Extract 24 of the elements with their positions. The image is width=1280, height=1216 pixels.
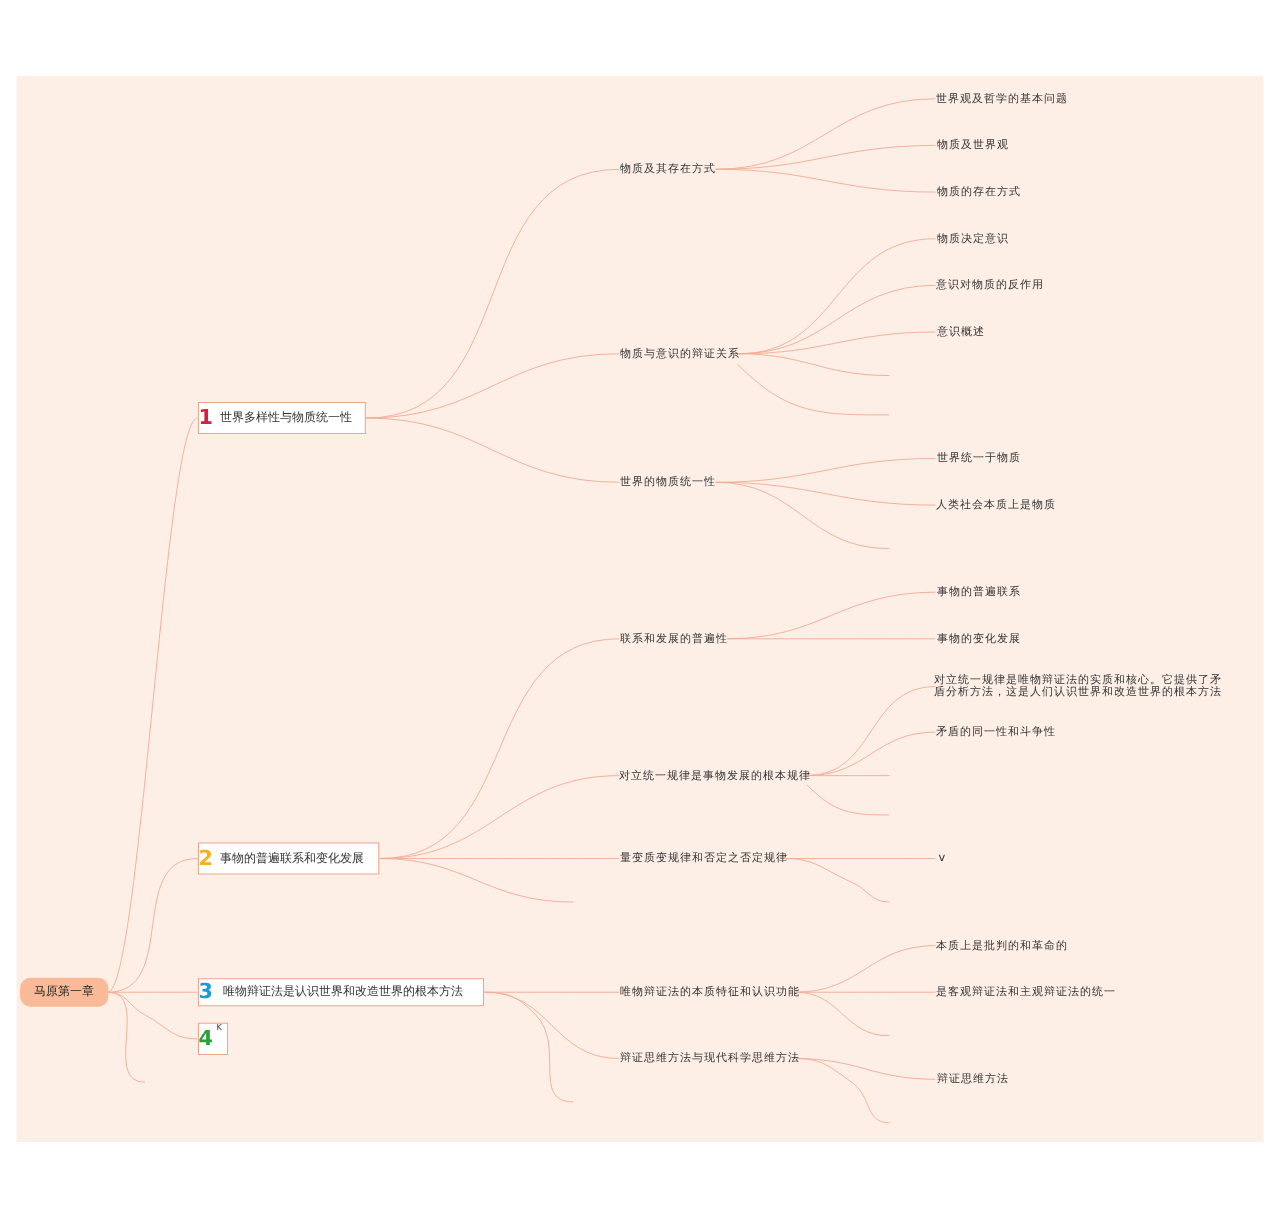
connector xyxy=(107,990,146,1082)
connector xyxy=(783,857,890,902)
connector xyxy=(484,990,574,1102)
connector xyxy=(715,167,936,192)
connector xyxy=(726,637,936,639)
connector xyxy=(806,783,890,815)
connector xyxy=(715,143,936,169)
connector xyxy=(795,944,936,992)
connector xyxy=(795,990,890,1036)
connector xyxy=(715,97,936,169)
connector xyxy=(715,480,890,549)
connector xyxy=(795,1057,890,1123)
connector xyxy=(107,416,198,992)
connector xyxy=(365,352,620,418)
connector xyxy=(365,167,620,418)
connector xyxy=(365,416,620,482)
connector xyxy=(107,857,198,992)
connector xyxy=(379,857,574,902)
connector xyxy=(736,362,890,415)
connector xyxy=(726,590,936,639)
connector xyxy=(806,685,936,776)
connector xyxy=(806,730,936,776)
connector xyxy=(738,352,890,375)
connector xyxy=(806,774,890,776)
